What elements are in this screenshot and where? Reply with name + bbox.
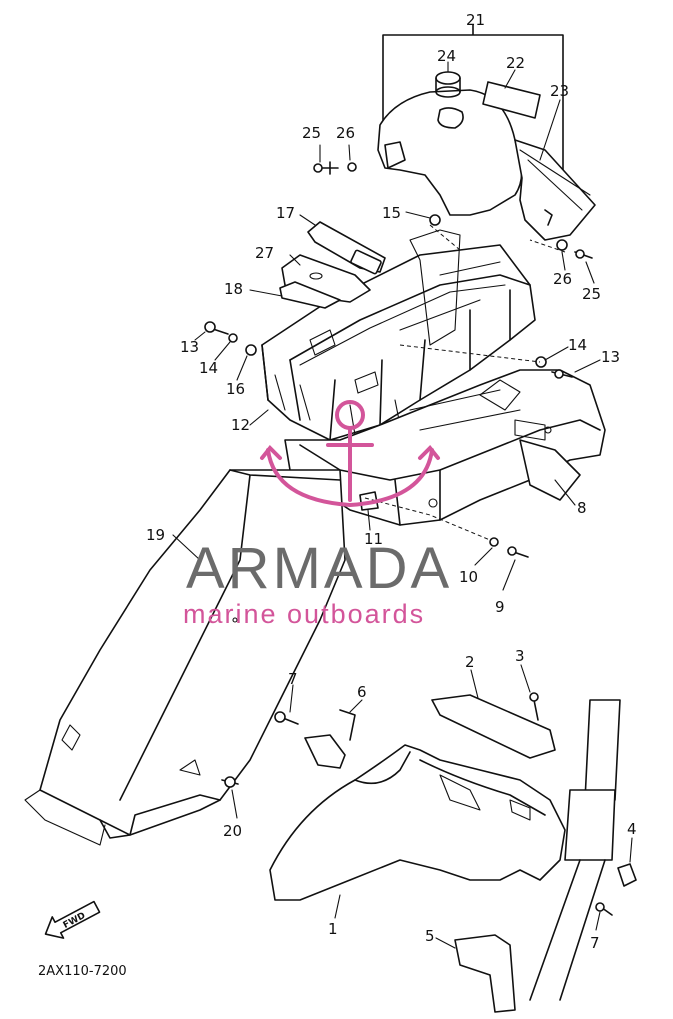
callout-14b: 14: [568, 336, 587, 354]
callout-15: 15: [382, 204, 401, 222]
callout-9: 9: [495, 598, 505, 616]
anchor-logo-icon: [260, 400, 440, 508]
callout-10: 10: [459, 568, 478, 586]
callout-1: 1: [328, 920, 338, 938]
callout-22: 22: [506, 54, 525, 72]
part-code: 2AX110-7200: [38, 964, 127, 979]
callout-11: 11: [364, 530, 383, 548]
brand-name: ARMADA: [186, 536, 452, 601]
fwd-arrow-icon: FWD: [44, 900, 101, 939]
tank-assembly: [377, 24, 596, 241]
callout-3: 3: [515, 647, 525, 665]
callout-5: 5: [425, 927, 435, 945]
rear-fender: [24, 469, 346, 846]
front-fender: [269, 744, 566, 901]
callout-26b: 26: [553, 270, 572, 288]
callout-labels: 21 24 22 23 25 26 17 15 27 18 26 25 13 1…: [146, 11, 637, 952]
callout-20: 20: [223, 822, 242, 840]
callout-23: 23: [550, 82, 569, 100]
callout-24: 24: [437, 47, 456, 65]
armada-watermark: ARMADA marine outboards: [183, 400, 452, 629]
callout-6: 6: [357, 683, 367, 701]
callout-7: 7: [288, 670, 298, 688]
callout-7b: 7: [590, 934, 600, 952]
callout-13: 13: [180, 338, 199, 356]
callout-18: 18: [224, 280, 243, 298]
front-fork: [431, 694, 621, 1013]
callout-19: 19: [146, 526, 165, 544]
callout-17: 17: [276, 204, 295, 222]
fasteners: [204, 161, 637, 916]
callout-13b: 13: [601, 348, 620, 366]
callout-4: 4: [627, 820, 637, 838]
callout-25b: 25: [582, 285, 601, 303]
strap-parts: [279, 221, 386, 309]
callout-8: 8: [577, 499, 587, 517]
callout-25: 25: [302, 124, 321, 142]
brand-tagline: marine outboards: [183, 599, 425, 629]
battery-box: [261, 229, 536, 441]
callout-12: 12: [231, 416, 250, 434]
callout-27: 27: [255, 244, 274, 262]
leader-lines: [172, 61, 633, 949]
callout-21: 21: [466, 11, 485, 29]
callout-16: 16: [226, 380, 245, 398]
callout-14: 14: [199, 359, 218, 377]
callout-26: 26: [336, 124, 355, 142]
callout-2: 2: [465, 653, 475, 671]
